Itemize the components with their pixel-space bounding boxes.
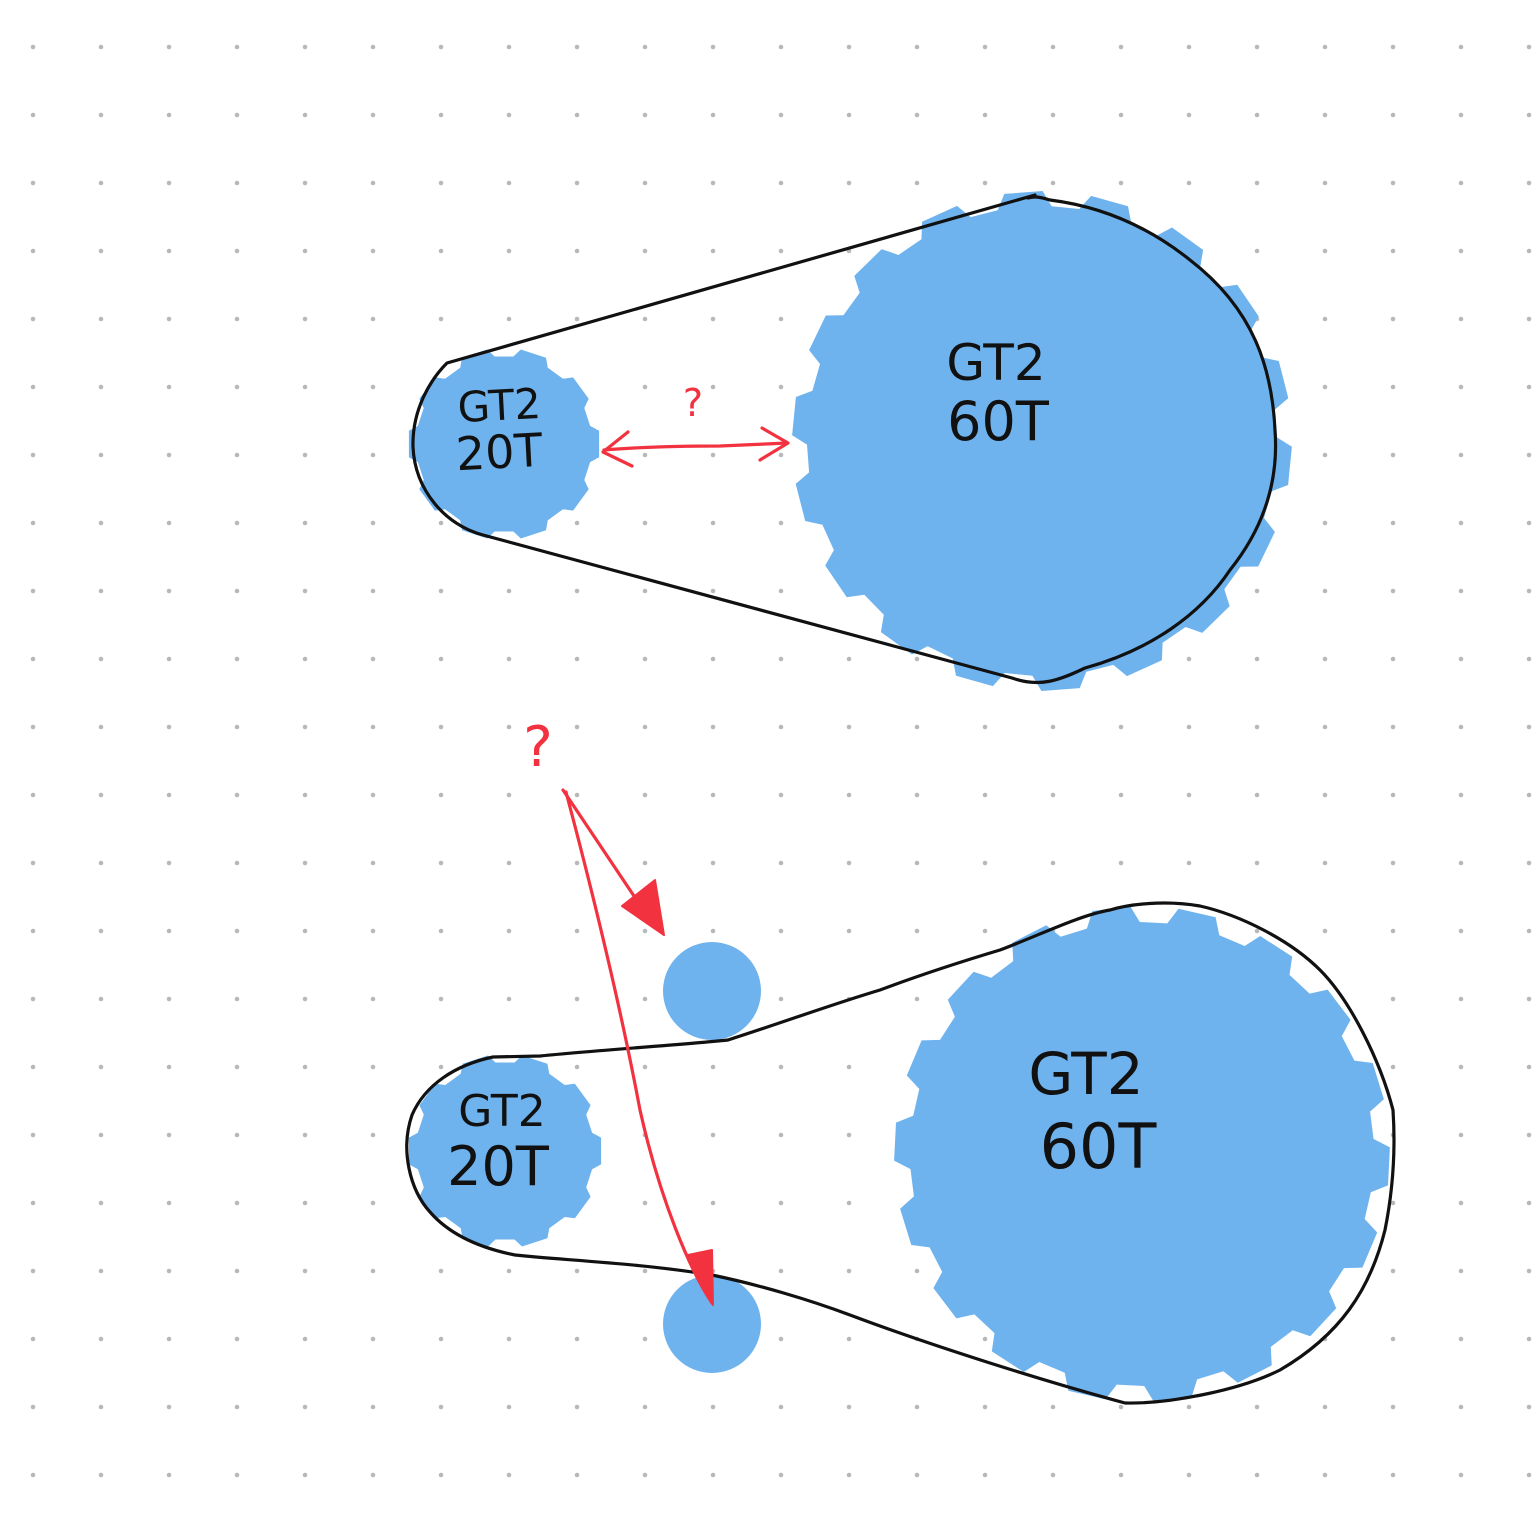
bottom-small-pulley-label-line2: 20T [447,1135,550,1198]
bottom-assembly: GT2 20T GT2 60T ? [405,715,1396,1405]
upper-idler-pulley [663,942,761,1040]
bottom-question-mark: ? [523,715,553,780]
bottom-small-pulley [408,1055,602,1247]
bottom-belt [405,901,1396,1405]
top-large-pulley-label-line2: 60T [947,390,1050,453]
lower-idler-pulley [663,1275,761,1373]
top-large-pulley-label-line1: GT2 [946,334,1045,392]
top-small-pulley-label-line1: GT2 [456,379,542,432]
top-large-pulley [792,191,1292,691]
bottom-small-pulley-label-line1: GT2 [458,1086,545,1137]
idler-pointer-arrows [561,788,714,1306]
bottom-large-pulley [894,906,1390,1402]
top-small-pulley [408,349,600,539]
top-question-mark: ? [683,381,703,425]
bottom-large-pulley-label-line1: GT2 [1028,1040,1143,1108]
top-belt [411,193,1278,685]
top-small-pulley-label-line2: 20T [454,423,544,482]
top-distance-arrow [601,426,790,468]
bottom-large-pulley-label-line2: 60T [1040,1110,1158,1183]
top-assembly: GT2 20T GT2 60T ? [408,191,1292,691]
